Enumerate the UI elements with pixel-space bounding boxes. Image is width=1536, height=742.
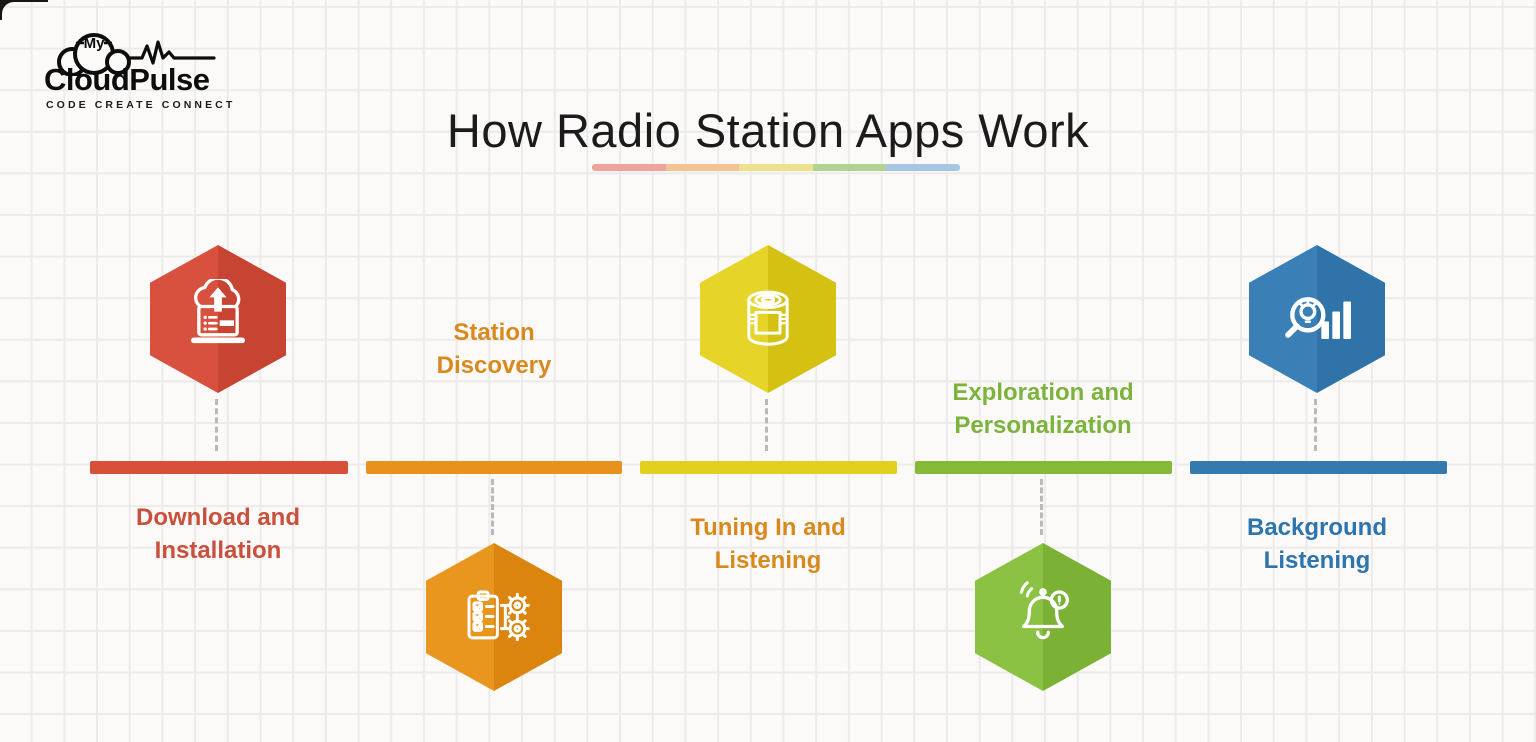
title-underline: [592, 164, 960, 171]
underline-segment-green: [812, 164, 887, 171]
page-title: How Radio Station Apps Work: [446, 104, 1090, 157]
radio-can-icon: [747, 290, 789, 346]
underline-segment-blue: [886, 164, 960, 171]
underline-segment-orange: [665, 164, 740, 171]
step-2-connector: [491, 479, 494, 535]
step-3-hexagon: [700, 245, 836, 393]
step-5-timeline-bar: [1190, 461, 1447, 474]
step-5-hexagon: [1249, 245, 1385, 393]
step-4-hexagon: [975, 543, 1111, 691]
notification-bell-icon: [1019, 581, 1070, 640]
step-4-timeline-bar: [915, 461, 1172, 474]
step-2-hexagon: [426, 543, 562, 691]
cloud-pulse-logo-icon: My: [57, 33, 216, 76]
step-4-connector: [1040, 479, 1043, 535]
step-2-timeline-bar: [366, 461, 622, 474]
step-3-timeline-bar: [640, 461, 897, 474]
laptop-cloud-download-icon: [191, 279, 246, 344]
insight-analysis-icon: [1285, 297, 1351, 339]
logo-prefix-text: My: [84, 35, 105, 52]
underline-segment-red: [592, 164, 666, 171]
step-1-hexagon: [150, 245, 286, 393]
step-2-label: Station Discovery: [436, 319, 552, 379]
underline-segment-yellow: [739, 164, 813, 171]
step-4-label: Exploration and Personalization: [952, 379, 1134, 439]
step-1-timeline-bar: [90, 461, 348, 474]
step-1-connector: [215, 399, 218, 451]
page-corner-decoration: [0, 0, 48, 20]
brand-logo: My CloudPulse CODE CREATE CONNECT: [42, 30, 232, 111]
checklist-gears-icon: [467, 590, 530, 642]
step-3-connector: [765, 399, 768, 451]
step-5-connector: [1314, 399, 1317, 451]
brand-tagline: CODE CREATE CONNECT: [46, 99, 236, 111]
brand-name: CloudPulse: [44, 62, 210, 97]
step-3-label: Tuning In and Listening: [690, 514, 846, 574]
step-1-label: Download and Installation: [136, 504, 300, 564]
pulse-line-icon: [126, 40, 216, 65]
step-5-label: Background Listening: [1246, 514, 1387, 574]
